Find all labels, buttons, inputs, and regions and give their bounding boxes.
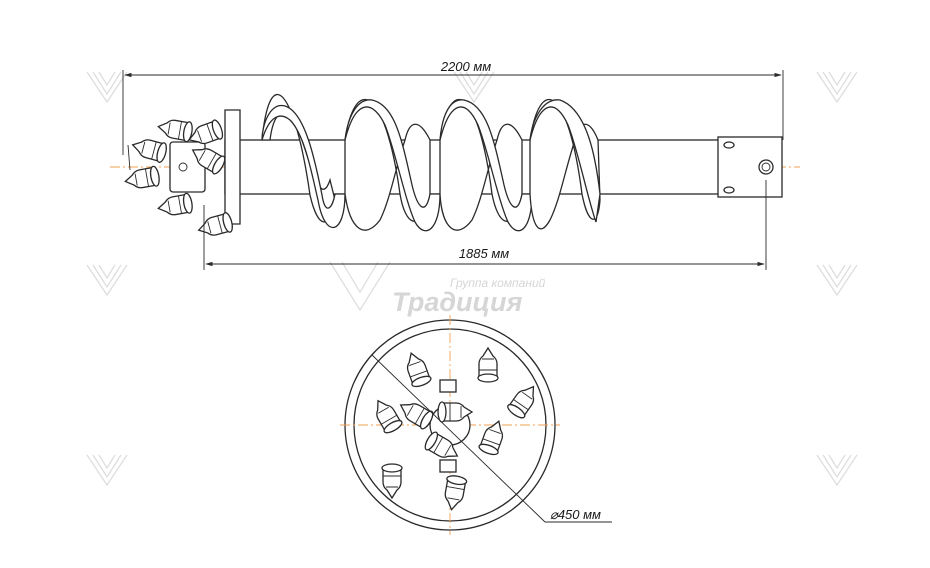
watermark-brand: Традиция [392, 287, 522, 317]
auger-flights [224, 93, 601, 232]
auger-length-label: 1885 мм [459, 246, 509, 261]
watermark-company: Группа компаний [450, 276, 546, 290]
cutting-head-side [122, 116, 235, 241]
auger-length-dimension [203, 180, 767, 270]
overall-length-label: 2200 мм [440, 59, 491, 74]
diameter-label: ⌀450 мм [550, 507, 601, 522]
watermark-marks [86, 71, 858, 486]
cutting-head-front [340, 315, 612, 535]
overall-length-dimension [122, 70, 784, 155]
